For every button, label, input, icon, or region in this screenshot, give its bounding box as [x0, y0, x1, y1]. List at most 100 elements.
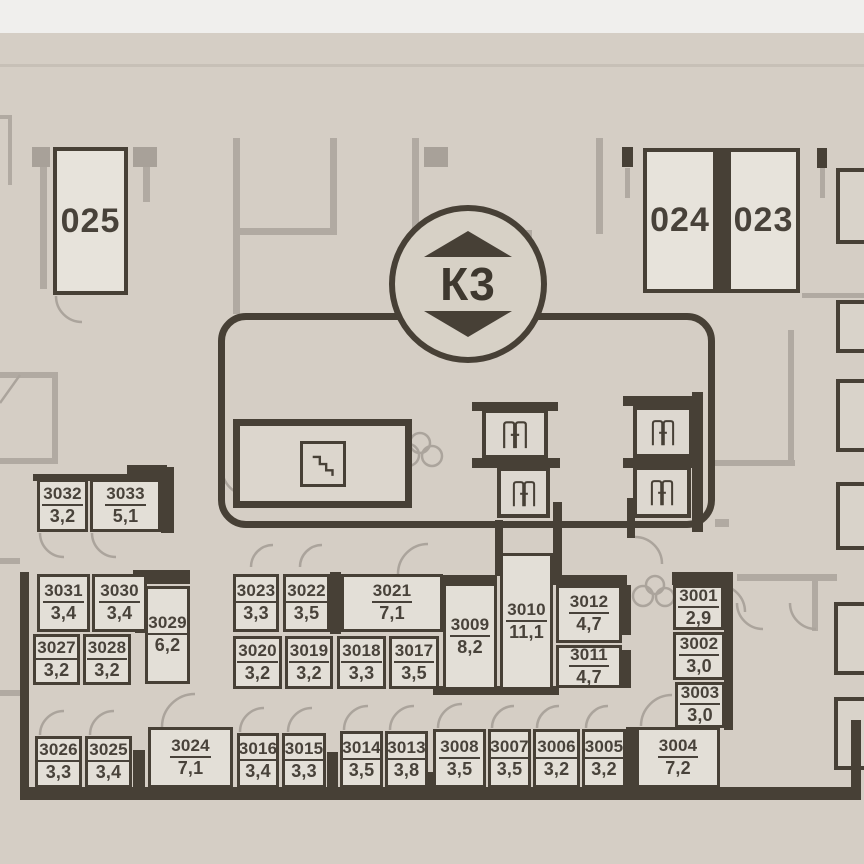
wall-segment — [724, 572, 733, 730]
unit-area: 3,2 — [244, 662, 271, 683]
unit-area: 3,5 — [401, 662, 427, 683]
background-wall-segment — [802, 293, 864, 298]
unit-area: 3,4 — [95, 762, 122, 783]
background-wall-segment — [0, 372, 52, 378]
wall-segment — [553, 575, 627, 585]
unit-number: 025 — [60, 201, 121, 240]
wall-segment — [851, 720, 861, 788]
wall-segment — [327, 752, 338, 792]
unit-area: 3,2 — [94, 659, 120, 680]
unit-number: 3018 — [341, 641, 382, 663]
background-wall-segment — [424, 147, 448, 167]
adjacent-room — [836, 300, 864, 353]
unit-024[interactable]: 024 — [643, 148, 717, 293]
unit-number: 3023 — [235, 582, 277, 604]
unit-number: 3024 — [170, 736, 211, 758]
unit-number: 3014 — [341, 738, 382, 760]
wall-segment — [330, 572, 341, 634]
unit-area: 3,4 — [106, 603, 133, 624]
unit-number: 3015 — [283, 739, 325, 761]
unit-023[interactable]: 023 — [727, 148, 800, 293]
background-wall-segment — [0, 558, 20, 564]
wall-segment — [692, 392, 703, 532]
unit-area: 7,1 — [177, 757, 204, 778]
unit-area: 3,5 — [446, 758, 473, 779]
unit-025[interactable]: 025 — [53, 147, 128, 295]
adjacent-room — [836, 168, 864, 244]
wall-segment — [161, 467, 174, 533]
wall-segment — [472, 402, 558, 411]
unit-area: 4,7 — [576, 666, 602, 687]
unit-number: 3022 — [286, 582, 327, 604]
wall-segment — [717, 148, 727, 293]
unit-area: 3,3 — [45, 762, 72, 783]
background-wall-segment — [625, 168, 630, 198]
background-wall-segment — [233, 228, 337, 235]
elevator — [497, 467, 550, 518]
unit-area: 3,2 — [591, 758, 617, 779]
elevator — [633, 406, 693, 458]
section-badge[interactable]: К3 — [389, 205, 547, 363]
wall-segment — [672, 572, 729, 585]
stairs-icon — [299, 440, 346, 487]
wall-segment — [133, 570, 190, 584]
elevator-icon — [503, 421, 527, 449]
background-wall-segment — [0, 690, 20, 696]
adjacent-room — [834, 602, 864, 675]
wall-segment — [127, 465, 167, 478]
unit-number: 3013 — [386, 738, 427, 760]
unit-area: 3,4 — [245, 760, 271, 781]
wall-segment — [472, 458, 560, 468]
unit-number: 3007 — [489, 737, 530, 759]
elevator — [482, 409, 548, 459]
unit-number: 3021 — [371, 582, 413, 604]
unit-number: 023 — [733, 201, 794, 239]
background-wall-segment — [812, 581, 818, 631]
adjacent-room — [836, 482, 864, 550]
wall-segment — [33, 474, 174, 481]
unit-number: 024 — [650, 201, 710, 239]
triangle-down-icon — [424, 311, 512, 337]
background-wall-segment — [715, 519, 729, 527]
background-wall-segment — [133, 147, 157, 167]
background-wall-segment — [820, 168, 825, 198]
unit-number: 3028 — [86, 638, 128, 660]
unit-area: 3,3 — [243, 603, 269, 624]
background-wall-segment — [788, 330, 794, 466]
adjacent-room — [836, 379, 864, 452]
background-wall-segment — [737, 574, 837, 581]
